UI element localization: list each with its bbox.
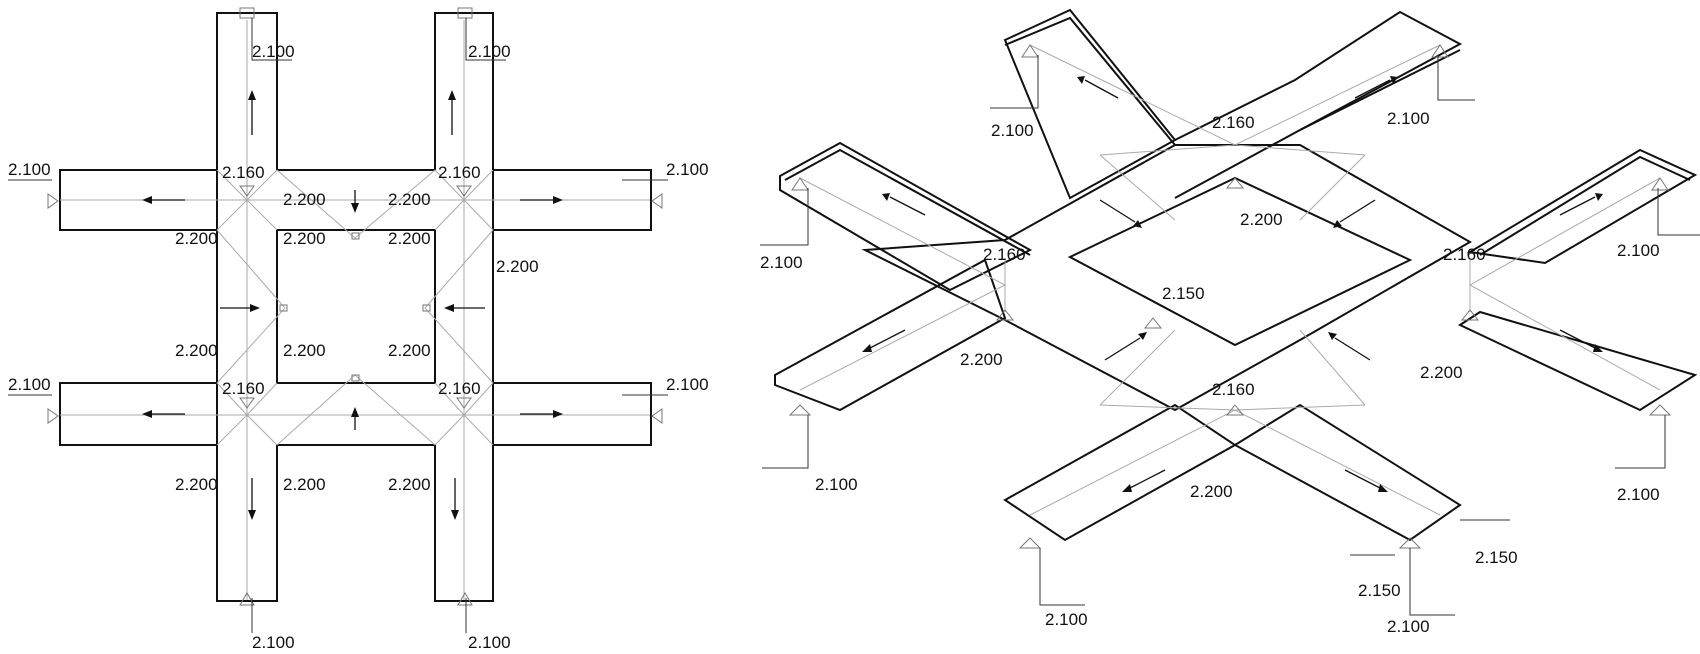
iso-flow-arrows[interactable] [862,76,1603,492]
level-label: 2.200 [388,475,431,494]
plan-level-labels: 2.100 2.100 2.100 2.100 2.100 2.100 2.10… [8,42,709,652]
level-label: 2.200 [175,229,218,248]
iso-level-labels: 2.100 2.100 2.100 2.100 2.100 2.100 2.10… [760,109,1660,636]
level-label: 2.200 [175,341,218,360]
level-label: 2.160 [1443,245,1486,264]
level-label: 2.100 [1617,241,1660,260]
level-label: 2.200 [1420,363,1463,382]
iso-flow-lines [799,44,1661,516]
level-label: 2.160 [438,379,481,398]
level-label: 2.200 [960,350,1003,369]
plan-flow-lines [60,20,650,600]
level-label: 2.150 [1358,581,1401,600]
level-label: 2.200 [283,190,326,209]
plan-view: 2.100 2.100 2.100 2.100 2.100 2.100 2.10… [8,7,709,652]
level-label: 2.200 [496,257,539,276]
level-label: 2.160 [1212,113,1255,132]
level-label: 2.100 [991,121,1034,140]
level-label: 2.100 [1387,109,1430,128]
level-label: 2.200 [283,229,326,248]
plan-leaders [8,18,668,633]
level-label: 2.100 [468,42,511,61]
level-label: 2.100 [252,633,295,652]
level-label: 2.100 [1045,610,1088,629]
plan-drain-symbols [47,7,663,606]
level-label: 2.100 [8,160,51,179]
level-label: 2.200 [283,341,326,360]
level-label: 2.200 [175,475,218,494]
level-label: 2.100 [666,375,709,394]
level-label: 2.100 [815,475,858,494]
level-label: 2.100 [252,42,295,61]
level-label: 2.200 [388,229,431,248]
level-label: 2.160 [1212,380,1255,399]
level-label: 2.200 [1190,482,1233,501]
level-label: 2.200 [1240,210,1283,229]
plan-outline [59,12,652,602]
level-label: 2.150 [1475,548,1518,567]
level-label: 2.100 [760,253,803,272]
level-label: 2.200 [388,190,431,209]
plan-flow-arrows[interactable] [142,90,563,520]
level-label: 2.160 [438,163,481,182]
level-label: 2.200 [388,341,431,360]
level-label: 2.150 [1162,284,1205,303]
level-label: 2.100 [666,160,709,179]
iso-leaders [760,55,1700,616]
iso-arms [774,8,1698,542]
iso-drain-symbols [788,44,1672,549]
level-label: 2.100 [468,633,511,652]
level-label: 2.200 [283,475,326,494]
level-label: 2.100 [8,375,51,394]
level-label: 2.100 [1617,485,1660,504]
level-label: 2.160 [983,245,1026,264]
iso-view: 2.100 2.100 2.100 2.100 2.100 2.100 2.10… [760,8,1700,636]
level-label: 2.160 [222,163,265,182]
level-label: 2.100 [1387,617,1430,636]
level-label: 2.160 [222,379,265,398]
